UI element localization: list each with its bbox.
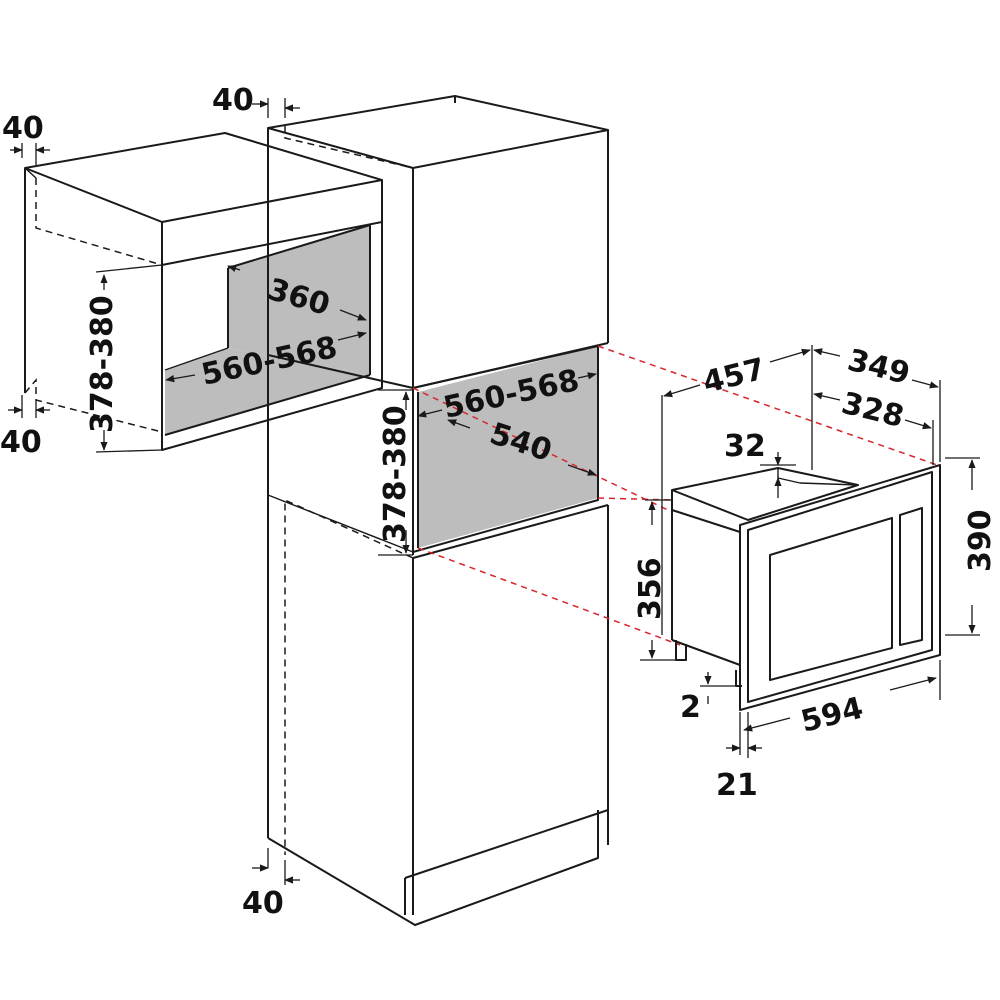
oven-body-left [671, 490, 741, 533]
label-tall-height: 378-380 [378, 405, 413, 543]
wall-cabinet-top-offset [24, 167, 37, 179]
oven-control-panel [899, 507, 923, 646]
wall-cabinet-front-frame [161, 222, 383, 451]
oven-top-edge [799, 482, 859, 486]
wall-cabinet-cavity [228, 225, 370, 375]
oven-front-frame [739, 464, 941, 711]
tall-cabinet-plinth-front [404, 809, 609, 879]
oven-body-top [671, 467, 859, 521]
oven-foot-left [675, 640, 687, 661]
tall-cabinet-shelf-front [412, 504, 609, 559]
wall-cabinet-top [24, 132, 383, 223]
wall-cabinet-hidden-top [35, 178, 163, 266]
tall-cabinet-top [267, 95, 609, 169]
label-gap-40-top: 40 [2, 111, 44, 146]
label-oven-front-depth-21: 21 [716, 768, 758, 803]
dimension-lines [8, 98, 980, 885]
wall-cabinet-hidden-bottom [24, 377, 163, 433]
oven-front-inner [747, 471, 933, 703]
label-wall-gap-40-top: 40 [212, 83, 254, 118]
tall-cabinet-upper-side-base [267, 354, 414, 389]
tall-cabinet-cavity [418, 346, 598, 548]
wall-cabinet-front-band [161, 180, 383, 266]
label-tall-gap-40-bottom: 40 [242, 886, 284, 921]
tall-cabinet-plinth [267, 810, 599, 926]
oven-door-window [769, 517, 893, 681]
tall-cabinet-hidden-top [284, 125, 414, 169]
label-oven-width-457: 457 [699, 352, 768, 401]
label-oven-front-height-390: 390 [963, 509, 998, 572]
tall-cabinet [267, 95, 609, 926]
oven [671, 464, 941, 711]
tall-cabinet-hidden-shelf [284, 498, 414, 855]
label-oven-foot-2: 2 [680, 690, 701, 725]
label-oven-depth-349: 349 [844, 343, 913, 392]
label-oven-front-width-594: 594 [797, 691, 866, 740]
label-oven-height-356: 356 [633, 557, 668, 620]
wall-cabinet-inner-top [227, 224, 371, 269]
projection-lines [412, 345, 941, 646]
label-wall-height: 378-380 [85, 295, 120, 433]
tall-cabinet-side-shelf [267, 494, 414, 553]
label-oven-depth-328: 328 [838, 386, 907, 435]
tall-cabinet-opening [412, 345, 599, 553]
label-oven-top-32: 32 [724, 429, 766, 464]
wall-cabinet-floor-back [164, 347, 229, 371]
label-wall-gap-40-bottom: 40 [0, 425, 42, 460]
oven-body-bottom [671, 639, 741, 666]
